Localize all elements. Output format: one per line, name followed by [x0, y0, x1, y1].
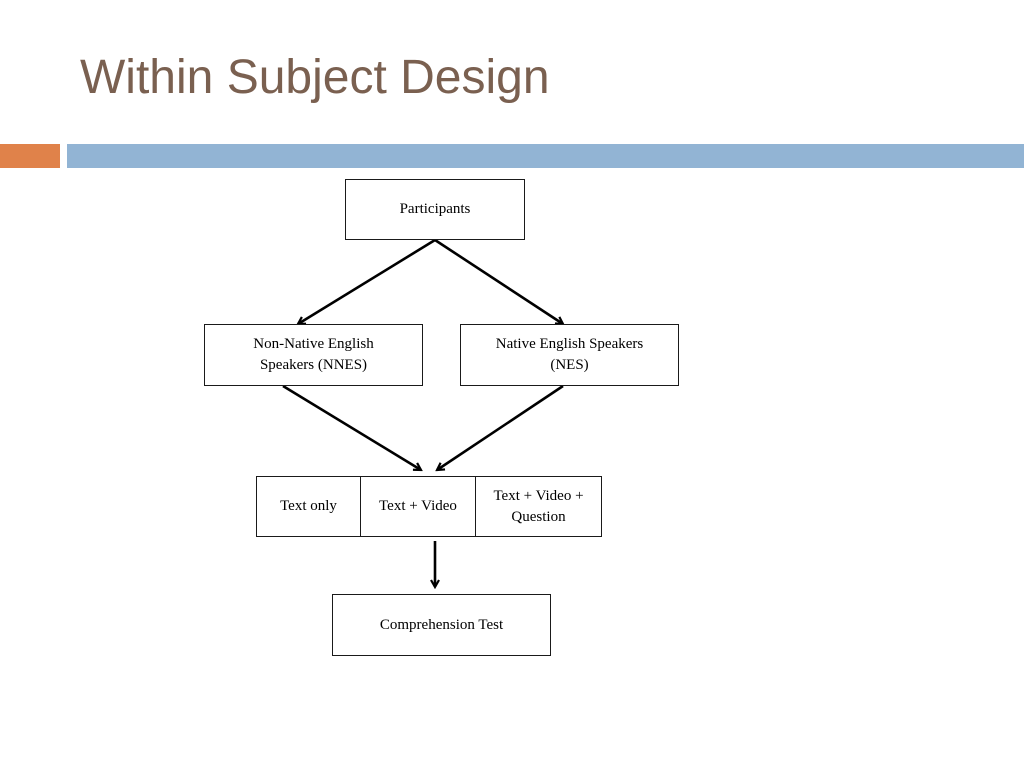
nnes-label: Non-Native English Speakers (NNES): [253, 336, 374, 373]
participants-label: Participants: [399, 201, 471, 217]
accent-bar-orange: [0, 144, 60, 168]
nes-box: Native English Speakers (NES): [460, 324, 679, 386]
accent-bar-blue: [67, 144, 1024, 168]
condition-text-only: Text only: [280, 498, 337, 514]
arrow-participants-to-nes: [434, 238, 563, 324]
comprehension-test-label: Comprehension Test: [379, 616, 504, 633]
slide-title: Within Subject Design: [80, 51, 550, 104]
arrow-nnes-to-conditions: [282, 384, 421, 470]
comprehension-test-box: Comprehension Test: [332, 594, 551, 656]
arrow-participants-to-nnes: [298, 238, 436, 324]
nnes-box: Non-Native English Speakers (NNES): [204, 324, 423, 386]
arrow-nes-to-conditions: [437, 384, 564, 470]
conditions-group: Text only Text + Video Text + Video + Qu…: [256, 476, 602, 537]
nes-label: Native English Speakers (NES): [495, 336, 644, 373]
condition-text-video-question: Text + Video + Question: [475, 477, 601, 536]
participants-box: Participants: [345, 179, 525, 240]
condition-text-video: Text + Video: [360, 477, 475, 536]
